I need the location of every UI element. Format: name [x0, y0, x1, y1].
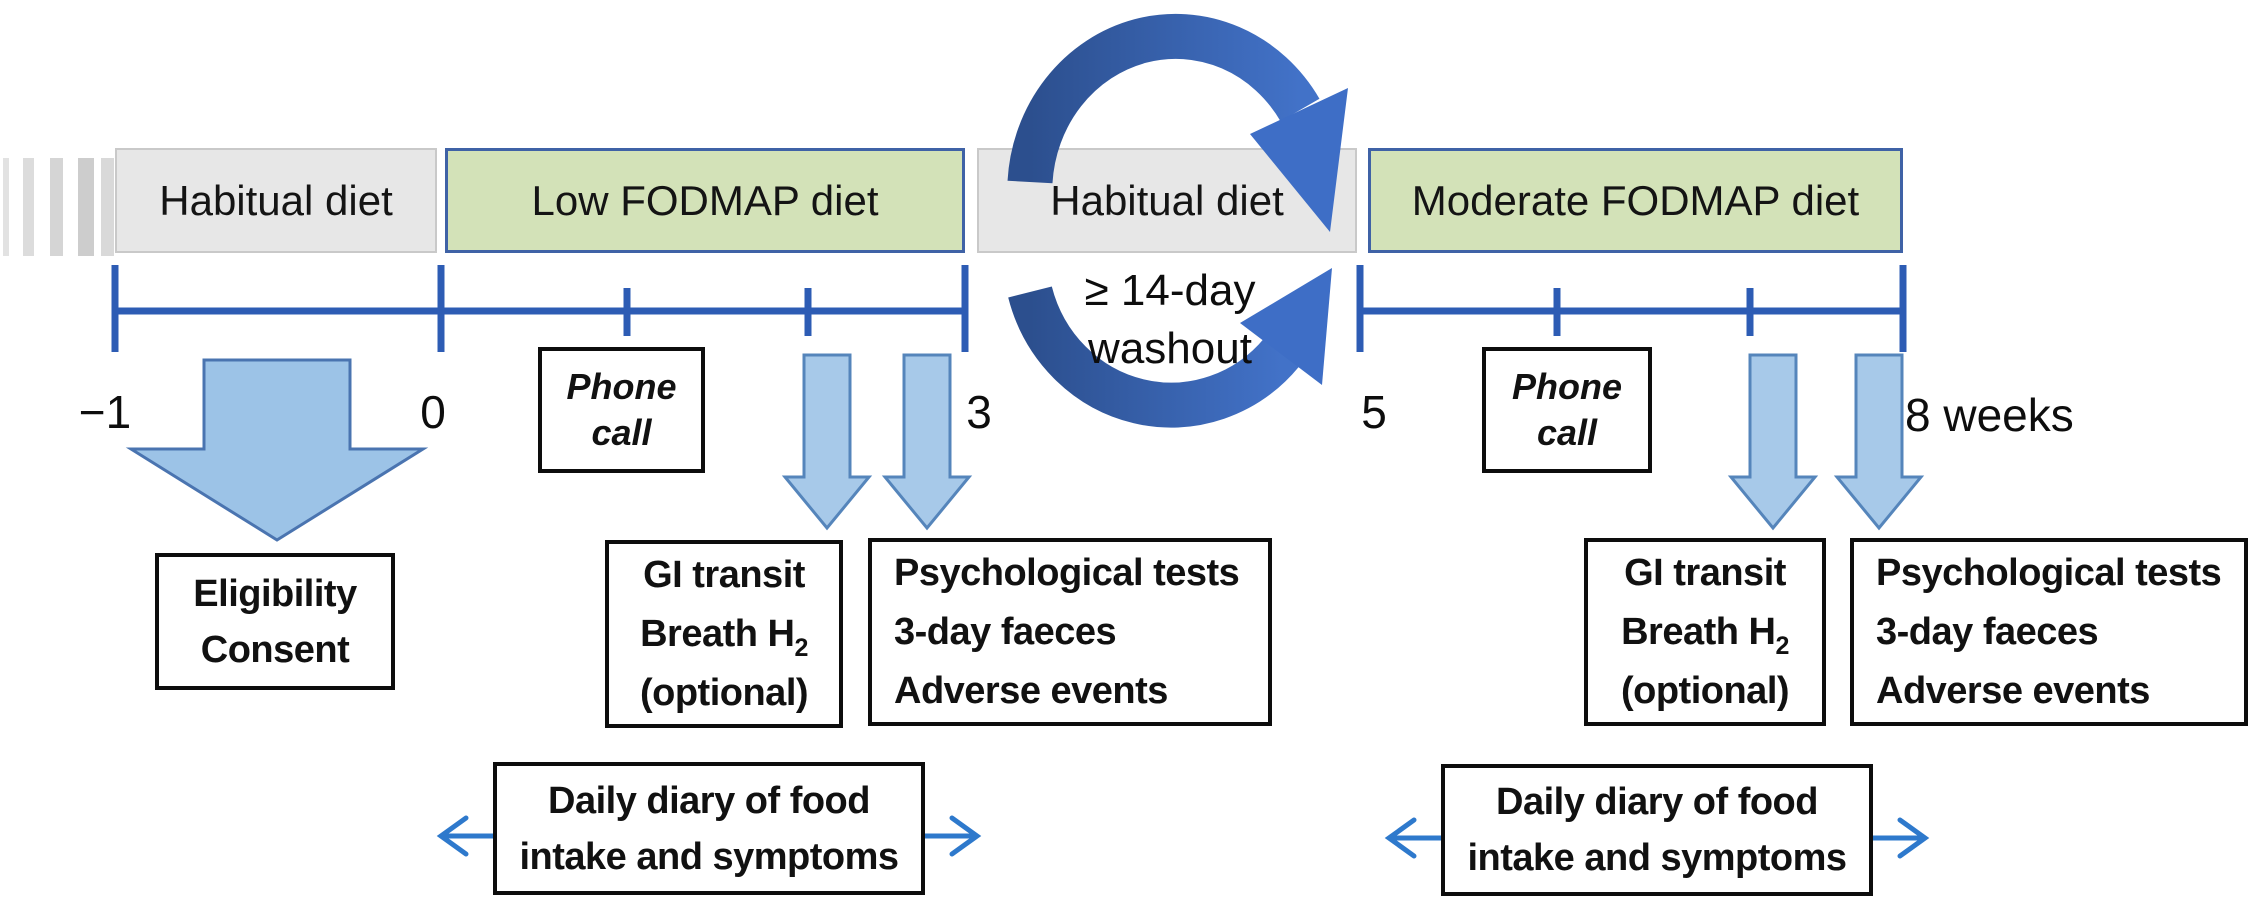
gi-down-arrow-right	[1727, 353, 1819, 531]
phase-box-habitual-2: Habitual diet	[977, 148, 1357, 253]
week-label-5: 5	[1361, 386, 1387, 438]
gi-transit-box-1: GI transit Breath H2 (optional)	[605, 540, 843, 728]
fade-bar	[3, 158, 9, 256]
psych-line1: Psychological tests	[1876, 551, 2222, 594]
timeline-weeks-minus1-to-3	[111, 265, 969, 352]
gi-down-arrow-left	[781, 353, 873, 531]
gi-line2: Breath H2	[640, 612, 808, 662]
phone-call-box-2: Phone call	[1482, 347, 1652, 473]
diary-line2: intake and symptoms	[1467, 837, 1847, 879]
psych-line3: Adverse events	[894, 669, 1168, 712]
psych-line1: Psychological tests	[894, 551, 1240, 594]
eligibility-line1: Eligibility	[193, 572, 357, 615]
psych-line2: 3-day faeces	[1876, 610, 2099, 653]
daily-diary-box-1: Daily diary of food intake and symptoms	[493, 762, 925, 895]
diary-arrow-left-1	[436, 815, 500, 857]
diary-line1: Daily diary of food	[548, 779, 870, 822]
diary-arrow-right-2	[1866, 817, 1930, 859]
diary-line2: intake and symptoms	[519, 835, 899, 878]
phase-box-habitual-1: Habitual diet	[115, 148, 437, 253]
phase-label: Low FODMAP diet	[531, 176, 879, 224]
timeline-weeks-5-to-8	[1356, 265, 1907, 352]
diary-arrow-right-1	[918, 815, 982, 857]
washout-label: ≥ 14-day washout	[1030, 262, 1310, 378]
psych-line2: 3-day faeces	[894, 610, 1117, 653]
phase-label: Moderate FODMAP diet	[1411, 176, 1860, 224]
phone-line1: Phone	[566, 366, 677, 407]
fade-bar	[50, 158, 63, 256]
psych-line3: Adverse events	[1876, 669, 2150, 712]
phone-call-box-1: Phone call	[538, 347, 705, 473]
washout-line2: washout	[1088, 324, 1252, 373]
week-label-minus1: −1	[78, 386, 132, 438]
psych-tests-box-1: Psychological tests 3-day faeces Adverse…	[868, 538, 1272, 726]
psych-tests-box-2: Psychological tests 3-day faeces Adverse…	[1850, 538, 2248, 726]
psych-down-arrow-left	[881, 353, 973, 531]
week-label-0: 0	[420, 386, 446, 438]
gi-line1: GI transit	[643, 553, 805, 596]
h2-subscript: 2	[794, 633, 808, 662]
gi-transit-box-2: GI transit Breath H2 (optional)	[1584, 538, 1826, 726]
fade-bar	[78, 158, 94, 256]
gi-line2: Breath H2	[1621, 610, 1789, 660]
gi-line3: (optional)	[1620, 669, 1790, 712]
eligibility-down-arrow	[125, 358, 429, 542]
diary-line1: Daily diary of food	[1496, 781, 1818, 823]
week-label-8: 8 weeks	[1905, 389, 2074, 441]
phone-line1: Phone	[1511, 366, 1622, 407]
phone-line2: call	[1536, 412, 1598, 453]
eligibility-consent-box: Eligibility Consent	[155, 553, 395, 690]
phase-label: Habitual diet	[159, 176, 393, 224]
daily-diary-box-2: Daily diary of food intake and symptoms	[1441, 764, 1873, 896]
washout-line1: ≥ 14-day	[1084, 266, 1256, 315]
gi-line1: GI transit	[1624, 551, 1786, 594]
eligibility-line2: Consent	[200, 628, 350, 671]
gi-line3: (optional)	[639, 671, 809, 714]
week-label-3: 3	[966, 386, 992, 438]
phase-box-moderate-fodmap: Moderate FODMAP diet	[1368, 148, 1903, 253]
phone-line2: call	[591, 412, 652, 453]
phase-label: Habitual diet	[1050, 176, 1284, 224]
fade-bar	[101, 158, 114, 256]
fade-bar	[23, 158, 34, 256]
phase-box-low-fodmap: Low FODMAP diet	[445, 148, 965, 253]
diary-arrow-left-2	[1384, 817, 1448, 859]
h2-subscript: 2	[1775, 631, 1789, 660]
